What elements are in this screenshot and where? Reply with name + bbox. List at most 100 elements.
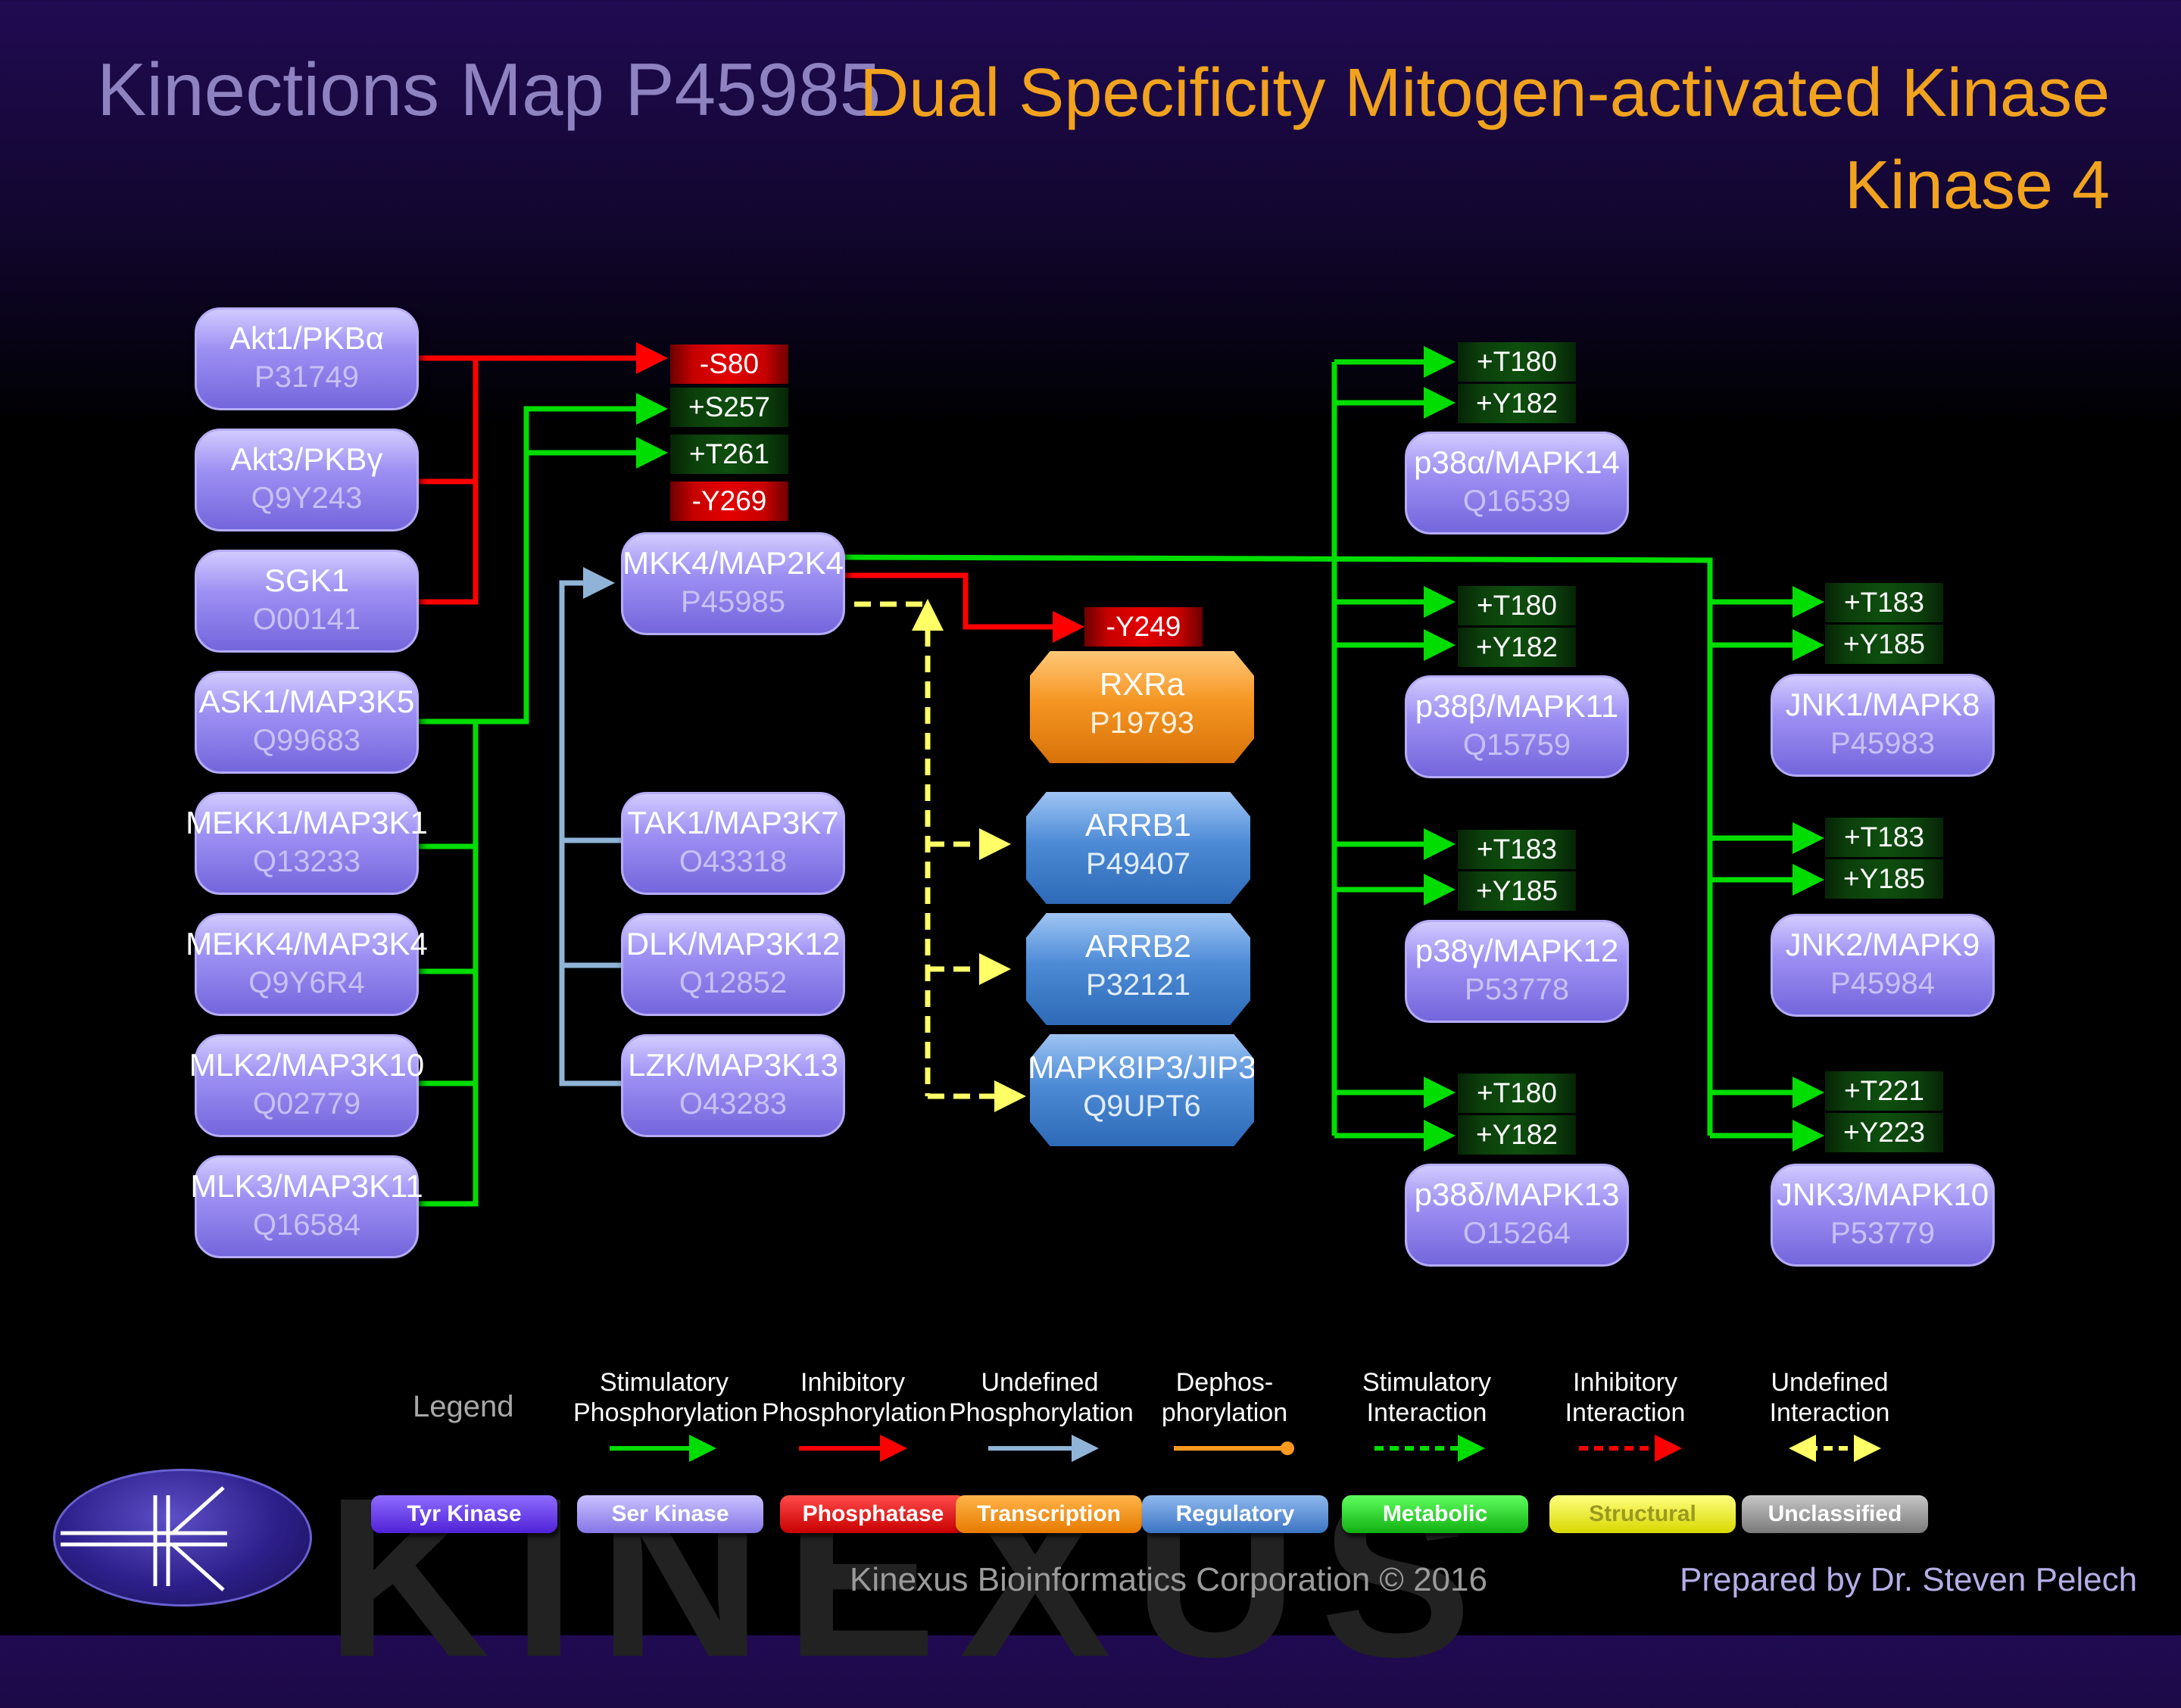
node-name: JNK1/MAPK8 xyxy=(1785,687,1980,722)
node-name: Akt3/PKBγ xyxy=(230,441,383,477)
footer-company: Kinexus Bioinformatics Corporation © 201… xyxy=(850,1561,1487,1598)
stimulatory-phosphorylation-lines-left xyxy=(418,393,668,1207)
legend-label-line1: Inhibitory xyxy=(800,1368,905,1397)
node-name: p38β/MAPK11 xyxy=(1415,688,1619,724)
legend-type-transcription: Transcription xyxy=(956,1495,1142,1533)
node-name: MEKK1/MAP3K1 xyxy=(186,805,428,840)
site-mkk4-s257: +S257 xyxy=(670,388,788,427)
node-accession: P45984 xyxy=(1830,967,1935,1000)
legend-type-tyr-kinase: Tyr Kinase xyxy=(371,1495,557,1533)
site-mkk4-y269: -Y269 xyxy=(670,482,788,521)
legend-label-line1: Stimulatory xyxy=(1362,1368,1492,1397)
legend-label-line1: Dephos- xyxy=(1175,1368,1274,1397)
site-jnk1-y185: +Y185 xyxy=(1825,625,1943,664)
site-p38d-y182: +Y182 xyxy=(1458,1115,1576,1155)
stimulatory-phosphorylation-lines-right xyxy=(843,346,1824,1152)
site-p38d-t180: +T180 xyxy=(1458,1074,1576,1113)
node-name: JNK3/MAPK10 xyxy=(1776,1177,1989,1212)
connection-lines xyxy=(61,342,1881,1591)
node-accession: Q15759 xyxy=(1462,728,1571,762)
legend-type-regulatory: Regulatory xyxy=(1142,1495,1328,1533)
node-accession: O00141 xyxy=(252,603,361,636)
inhibitory-phosphorylation-lines xyxy=(418,342,1084,643)
node-name: MLK2/MAP3K10 xyxy=(189,1047,425,1083)
node-accession: P45985 xyxy=(681,585,785,619)
node-name: ARRB2 xyxy=(1084,928,1192,964)
node-accession: Q16584 xyxy=(252,1208,361,1242)
node-accession: Q9UPT6 xyxy=(1083,1089,1201,1123)
legend-type-ser-kinase: Ser Kinase xyxy=(577,1495,763,1533)
kinexus-logo-mark xyxy=(61,1486,227,1591)
node-name: p38γ/MAPK12 xyxy=(1415,933,1619,968)
legend-label-line1: Stimulatory xyxy=(599,1368,729,1397)
node-name: ARRB1 xyxy=(1084,807,1192,843)
node-name: p38α/MAPK14 xyxy=(1414,444,1620,480)
site-jnk2-y185: +Y185 xyxy=(1825,859,1943,899)
node-accession: P45983 xyxy=(1830,727,1935,760)
node-name: MKK4/MAP2K4 xyxy=(622,545,844,581)
site-p38g-t183: +T183 xyxy=(1458,830,1576,869)
legend-label-line1: Inhibitory xyxy=(1573,1368,1677,1397)
node-accession: Q99683 xyxy=(252,724,361,757)
node-accession: P53778 xyxy=(1465,973,1569,1006)
node-accession: P49407 xyxy=(1086,847,1190,880)
node-accession: O15264 xyxy=(1462,1217,1571,1250)
legend-label-line2: Phosphorylation xyxy=(949,1398,1134,1427)
site-jnk1-t183: +T183 xyxy=(1825,583,1943,622)
node-accession: Q13233 xyxy=(252,845,361,878)
node-name: LZK/MAP3K13 xyxy=(628,1047,838,1083)
legend-type-unclassified: Unclassified xyxy=(1742,1495,1928,1533)
legend-label-line2: Interaction xyxy=(1366,1398,1487,1427)
node-accession: Q9Y6R4 xyxy=(248,966,365,999)
node-name: p38δ/MAPK13 xyxy=(1414,1177,1620,1212)
protein-full-name: Dual Specificity Mitogen-activated Kinas… xyxy=(860,55,2110,223)
node-name: JNK2/MAPK9 xyxy=(1785,927,1980,962)
legend-type-phosphatase: Phosphatase xyxy=(780,1495,966,1533)
node-name: MEKK4/MAP3K4 xyxy=(186,926,428,962)
legend-label-line2: Interaction xyxy=(1565,1398,1686,1427)
node-name: SGK1 xyxy=(264,563,350,598)
legend-dephosphorylation: Dephos-phorylation xyxy=(1134,1367,1315,1428)
node-accession: P19793 xyxy=(1090,706,1194,740)
site-mkk4-t261: +T261 xyxy=(670,435,788,474)
legend-label-line2: Interaction xyxy=(1769,1398,1890,1427)
site-mkk4-s80: -S80 xyxy=(670,344,788,384)
node-accession: Q12852 xyxy=(679,966,788,999)
site-p38b-t180: +T180 xyxy=(1458,586,1576,625)
undefined-interaction-lines xyxy=(854,604,1026,1112)
footer-author: Prepared by Dr. Steven Pelech xyxy=(1680,1561,2138,1598)
site-p38b-y182: +Y182 xyxy=(1458,628,1576,667)
legend-type-metabolic: Metabolic xyxy=(1342,1495,1528,1533)
node-accession: P32121 xyxy=(1086,968,1190,1002)
site-rxra-y249: -Y249 xyxy=(1084,607,1203,647)
site-jnk2-t183: +T183 xyxy=(1825,818,1943,857)
